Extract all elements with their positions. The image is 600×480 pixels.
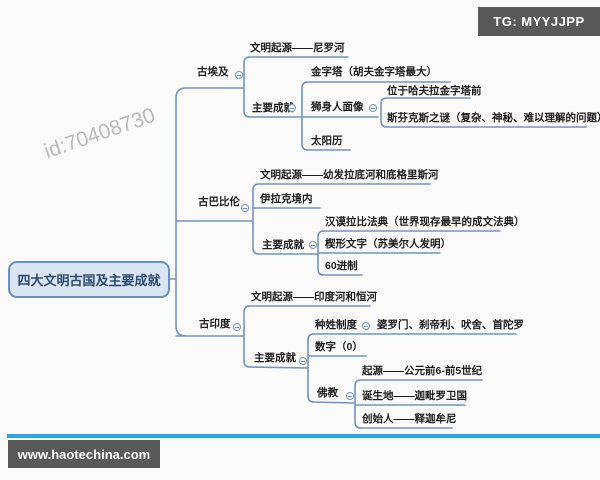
node-india-origin[interactable]: 文明起源——印度河和恒河: [251, 291, 377, 303]
node-babylon[interactable]: 古巴比伦: [198, 196, 240, 208]
node-egypt[interactable]: 古埃及: [197, 66, 229, 78]
node-egypt-origin[interactable]: 文明起源——尼罗河: [250, 42, 345, 54]
node-sphinx-location[interactable]: 位于哈夫拉金字塔前: [387, 85, 482, 97]
bottom-divider-line: [7, 434, 600, 438]
node-buddhism-birthplace[interactable]: 诞生地——迦毗罗卫国: [362, 390, 467, 402]
node-buddhism-origin[interactable]: 起源——公元前6-前5世纪: [362, 365, 483, 377]
tg-badge: TG: MYYJJPP: [478, 7, 600, 36]
collapse-toggle-babylon-achievements[interactable]: [309, 241, 317, 249]
collapse-toggle-egypt-achievements[interactable]: [288, 104, 296, 112]
node-egypt-pyramid[interactable]: 金字塔（胡夫金字塔最大）: [311, 66, 437, 78]
node-digit-zero[interactable]: 数字（0）: [315, 341, 363, 353]
node-sphinx-riddle[interactable]: 斯芬克斯之谜（复杂、神秘、难以理解的问题）: [387, 112, 600, 124]
collapse-toggle-sphinx[interactable]: [369, 104, 377, 112]
node-egypt-sphinx[interactable]: 狮身人面像: [311, 101, 364, 113]
site-url-bar: www.haotechina.com: [8, 440, 160, 468]
node-base60[interactable]: 60进制: [325, 260, 358, 272]
node-buddhism-founder[interactable]: 创始人——释迦牟尼: [362, 413, 457, 425]
node-babylon-location[interactable]: 伊拉克境内: [260, 193, 313, 205]
node-buddhism[interactable]: 佛教: [317, 387, 338, 399]
collapse-toggle-india-achievements[interactable]: [299, 357, 307, 365]
node-cuneiform[interactable]: 楔形文字（苏美尔人发明）: [325, 238, 451, 250]
node-caste-system[interactable]: 种姓制度: [315, 319, 357, 331]
collapse-toggle-caste[interactable]: [362, 322, 370, 330]
node-india[interactable]: 古印度: [199, 318, 231, 330]
collapse-toggle-india[interactable]: [233, 323, 241, 331]
node-hammurabi-code[interactable]: 汉谟拉比法典（世界现存最早的成文法典）: [325, 216, 525, 228]
root-topic[interactable]: 四大文明古国及主要成就: [8, 261, 170, 298]
collapse-toggle-buddhism[interactable]: [346, 392, 354, 400]
node-egypt-achievements[interactable]: 主要成就: [252, 102, 294, 114]
collapse-toggle-egypt[interactable]: [235, 71, 243, 79]
node-babylon-origin[interactable]: 文明起源——幼发拉底河和底格里斯河: [260, 169, 439, 181]
node-egypt-solar-calendar[interactable]: 太阳历: [311, 135, 343, 147]
node-india-achievements[interactable]: 主要成就: [254, 352, 296, 364]
collapse-toggle-babylon[interactable]: [241, 204, 249, 212]
node-caste-levels[interactable]: 婆罗门、刹帝利、吠舍、首陀罗: [377, 319, 524, 331]
node-babylon-achievements[interactable]: 主要成就: [262, 239, 304, 251]
